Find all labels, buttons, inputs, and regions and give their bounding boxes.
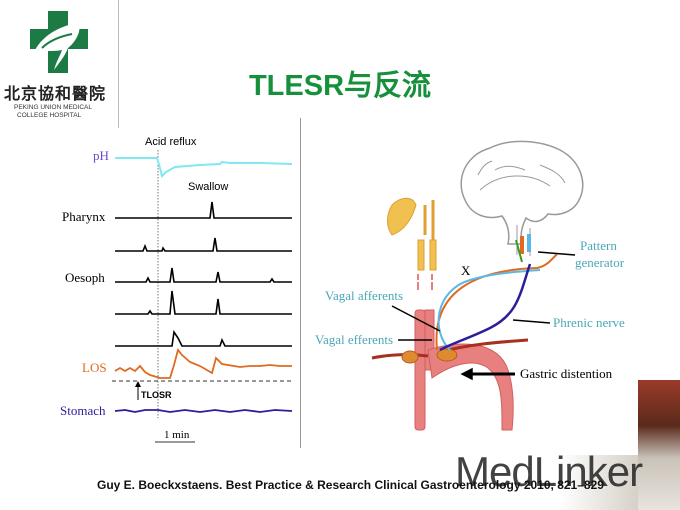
brainstem-orange-nucleus: [520, 236, 524, 254]
hospital-logo: 北京協和醫院 PEKING UNION MEDICAL COLLEGE HOSP…: [0, 0, 119, 128]
los-label: LOS: [82, 360, 107, 375]
vagal-afferents-label: Vagal afferents: [325, 288, 404, 303]
ph-label: pH: [93, 148, 109, 163]
slide-title: TLESR与反流: [248, 70, 432, 102]
pharynx-trace: [115, 201, 292, 219]
acid-reflux-label: Acid reflux: [145, 136, 197, 148]
vagal-efferents-label: Vagal efferents: [315, 332, 394, 347]
decorative-building-photo: [638, 380, 680, 510]
los-trace: [114, 348, 292, 379]
hospital-cross-dove-icon: [30, 11, 88, 73]
figure-divider: [300, 118, 301, 448]
phrenic-nerve-label: Phrenic nerve: [553, 315, 625, 330]
esophagus-break-marks: [417, 274, 433, 290]
manometry-tracing: [112, 150, 293, 443]
oesoph-trace-3: [115, 290, 292, 315]
oesoph-trace-1: [115, 237, 292, 252]
pattern-generator-label-1: Pattern: [580, 238, 617, 253]
reflex-pathway-diagram: [371, 140, 584, 431]
esophagus-stomach: [371, 309, 529, 431]
logo-chinese-name: 北京協和醫院: [4, 86, 107, 103]
logo-english-line2: COLLEGE HOSPITAL: [17, 112, 82, 119]
tlosr-arrowhead: [135, 381, 141, 387]
brainstem-blue-nucleus: [527, 234, 531, 252]
tlosr-label: TLOSR: [141, 390, 172, 400]
pharynx-structure: [387, 197, 437, 271]
vagal-efferent-path: [435, 253, 558, 351]
logo-english-line1: PEKING UNION MEDICAL: [14, 104, 93, 111]
medlinker-watermark: MedLinker: [455, 448, 643, 495]
pharynx-label: Pharynx: [62, 209, 106, 224]
ph-trace: [115, 157, 293, 178]
oesoph-label: Oesoph: [65, 270, 105, 285]
scale-label: 1 min: [164, 429, 190, 441]
green-pathway: [515, 239, 523, 263]
citation: Guy E. Boeckxstaens. Best Practice & Res…: [97, 478, 604, 492]
stomach-label: Stomach: [60, 403, 106, 418]
pattern-generator-label-2: generator: [575, 255, 625, 270]
oesoph-trace-2: [115, 267, 292, 283]
x-mark-label: X: [461, 263, 471, 278]
phrenic-nerve-path: [439, 263, 532, 352]
stomach-trace: [114, 409, 293, 413]
oesoph-trace-4: [115, 329, 292, 347]
pointer-arrows: [391, 251, 576, 381]
swallow-label: Swallow: [188, 181, 229, 193]
gastric-distention-label: Gastric distention: [520, 366, 613, 381]
